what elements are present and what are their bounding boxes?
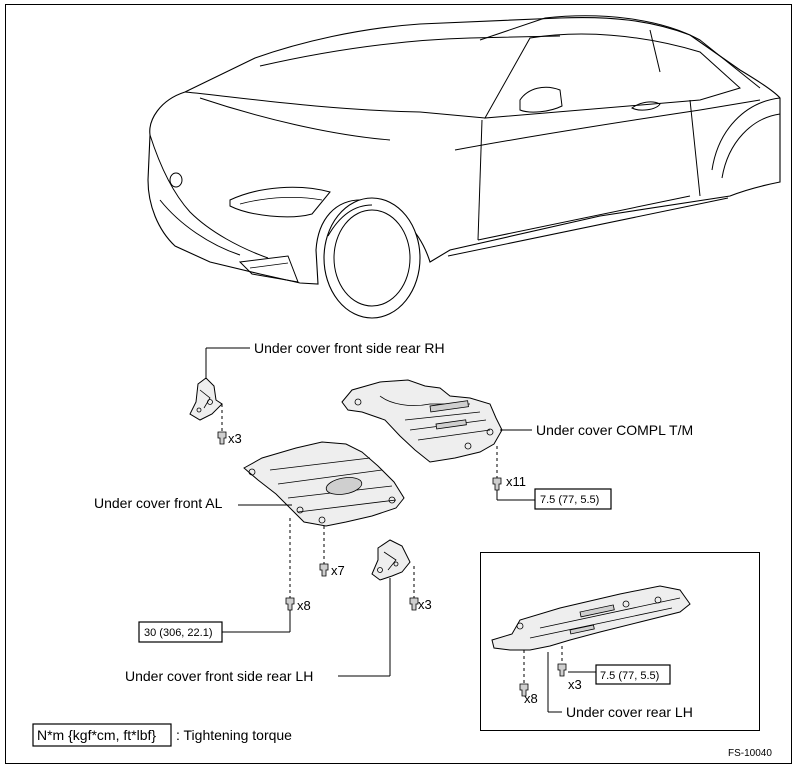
rh-bracket <box>189 347 250 445</box>
torque-compl-tm: 7.5 (77, 5.5) <box>540 494 599 506</box>
label-front-side-rear-lh: Under cover front side rear LH <box>125 668 313 684</box>
bolt-icon <box>285 597 295 611</box>
rear-lh-cover <box>491 585 691 713</box>
qty-front-al-b: x8 <box>297 598 311 613</box>
legend-description: : Tightening torque <box>176 727 292 743</box>
qty-rear-lh-a: x8 <box>524 691 538 706</box>
bolt-icon <box>319 563 329 577</box>
bolt-icon <box>557 663 567 677</box>
qty-lh: x3 <box>418 597 432 612</box>
front-al-cover <box>222 441 405 633</box>
qty-rear-lh-b: x3 <box>568 677 582 692</box>
compl-tm-cover <box>341 379 535 501</box>
label-front-side-rear-rh: Under cover front side rear RH <box>254 340 445 356</box>
label-compl-tm: Under cover COMPL T/M <box>536 422 693 438</box>
torque-box-front-al <box>138 621 223 643</box>
figure-frame <box>5 4 792 764</box>
car-illustration <box>147 15 781 319</box>
qty-front-al-a: x7 <box>331 563 345 578</box>
lh-bracket <box>338 539 419 677</box>
label-rear-lh: Under cover rear LH <box>566 704 693 720</box>
torque-box-compl-tm <box>534 488 612 510</box>
legend-unit-box <box>32 723 172 747</box>
bolt-icon <box>409 597 419 611</box>
qty-compl-tm: x11 <box>506 474 526 489</box>
torque-rear-lh: 7.5 (77, 5.5) <box>600 670 659 682</box>
torque-box-rear-lh <box>595 664 671 685</box>
rear-lh-inset-frame <box>480 552 760 731</box>
bolt-icon <box>519 683 529 697</box>
torque-front-al: 30 (306, 22.1) <box>144 627 213 639</box>
figure-id: FS-10040 <box>728 748 772 759</box>
legend-unit-text: N*m {kgf*cm, ft*lbf} <box>37 727 156 743</box>
label-front-al: Under cover front AL <box>94 495 223 511</box>
bolt-icon <box>492 477 502 491</box>
qty-rh: x3 <box>228 431 242 446</box>
bolt-icon <box>217 431 227 445</box>
